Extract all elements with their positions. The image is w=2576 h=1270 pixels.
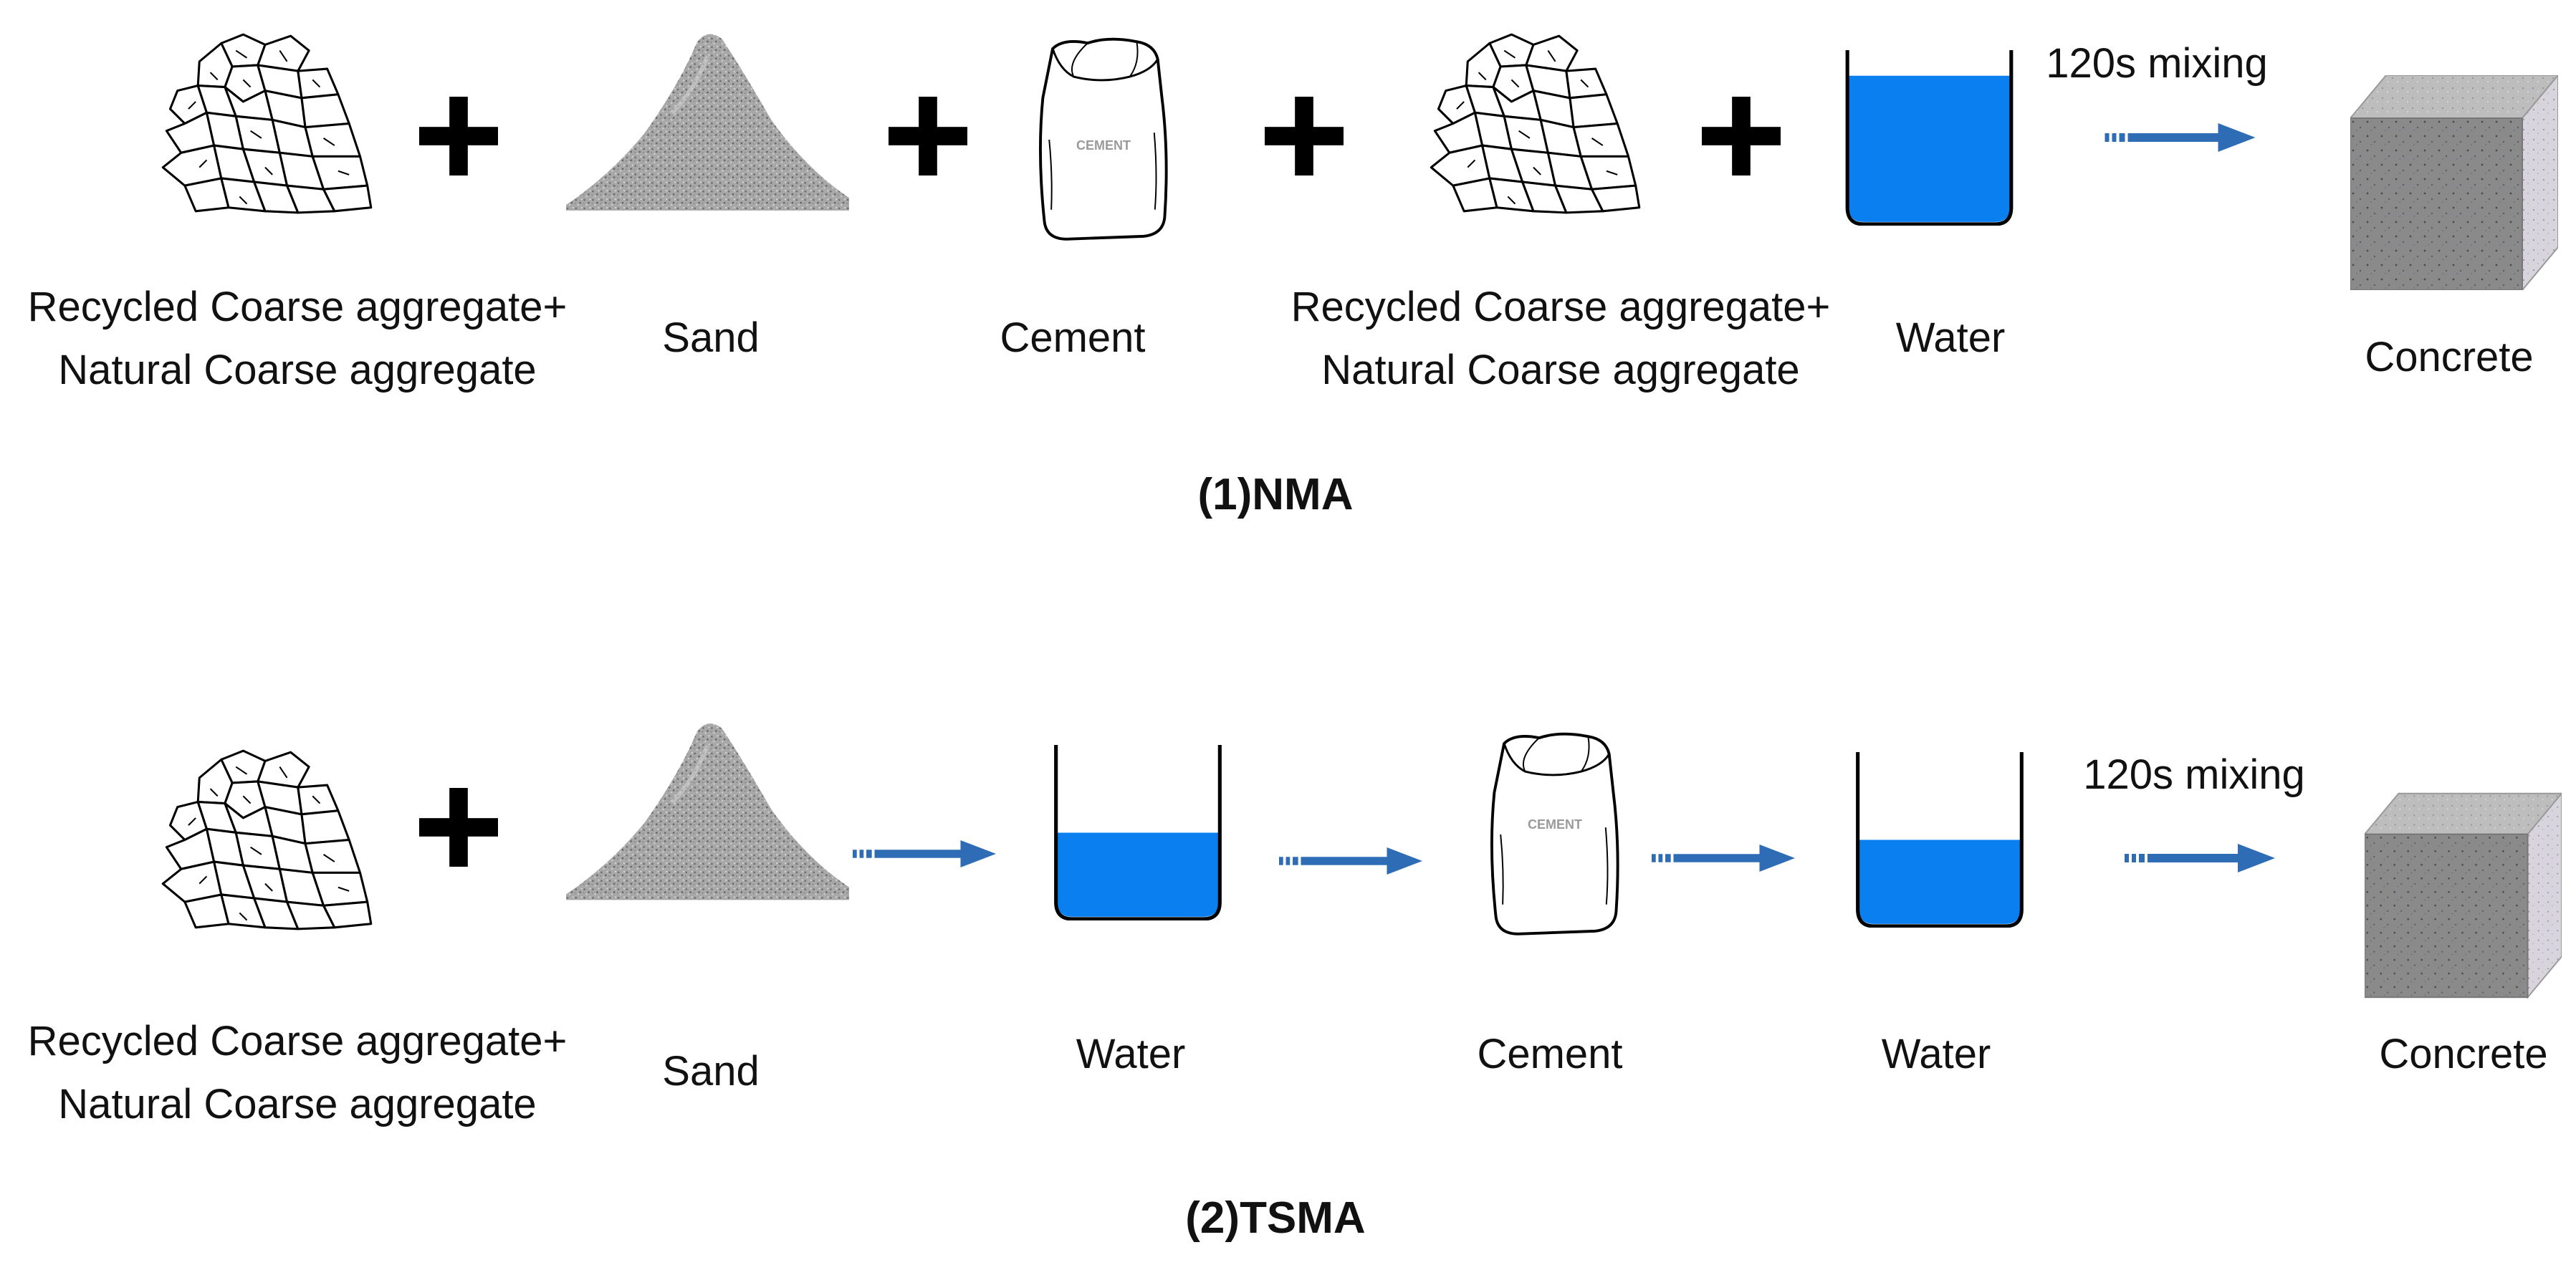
beaker-icon — [1850, 752, 2029, 928]
label-concrete: Concrete — [2365, 334, 2534, 380]
plus-icon — [889, 97, 967, 175]
title-nma: (1)NMA — [1197, 470, 1354, 519]
plus-icon — [419, 788, 498, 867]
mixing-label: 120s mixing — [2046, 40, 2268, 87]
beaker-icon — [1842, 50, 2017, 226]
label-cement: Cement — [1000, 314, 1146, 361]
concrete-cube-icon — [2350, 75, 2558, 290]
label-water-2: Water — [1881, 1031, 1991, 1077]
title-tsma: (2)TSMA — [1185, 1193, 1366, 1243]
arrow-icon — [1279, 847, 1422, 875]
label-aggregate-2: Recycled Coarse aggregate+ Natural Coars… — [1291, 284, 1831, 393]
label-aggregate-1: Recycled Coarse aggregate+ Natural Coars… — [27, 284, 568, 393]
aggregate-icon — [154, 29, 376, 218]
label-aggregate: Recycled Coarse aggregate+ Natural Coars… — [27, 1018, 568, 1127]
label-cement: Cement — [1477, 1031, 1623, 1077]
label-sand: Sand — [662, 1048, 760, 1095]
cement-bag-text: CEMENT — [1076, 138, 1131, 153]
arrow-icon — [853, 840, 996, 868]
label-water-1: Water — [1076, 1031, 1186, 1077]
arrow-icon — [2121, 844, 2279, 872]
sand-pile-icon — [566, 709, 849, 910]
arrow-icon — [1652, 844, 1795, 872]
plus-icon — [419, 97, 498, 175]
aggregate-icon — [154, 745, 376, 935]
beaker-icon — [1048, 745, 1227, 920]
concrete-cube-icon — [2365, 788, 2562, 1003]
plus-icon — [1265, 97, 1344, 175]
label-concrete: Concrete — [2379, 1031, 2548, 1077]
arrow-icon — [2103, 123, 2257, 152]
sand-pile-icon — [566, 25, 849, 215]
plus-icon — [1702, 97, 1781, 175]
aggregate-icon — [1422, 29, 1644, 218]
cement-bag-icon — [1476, 727, 1630, 942]
label-water: Water — [1895, 314, 2006, 361]
label-sand: Sand — [662, 314, 760, 361]
mixing-label: 120s mixing — [2083, 751, 2305, 798]
cement-bag-text: CEMENT — [1528, 817, 1582, 832]
